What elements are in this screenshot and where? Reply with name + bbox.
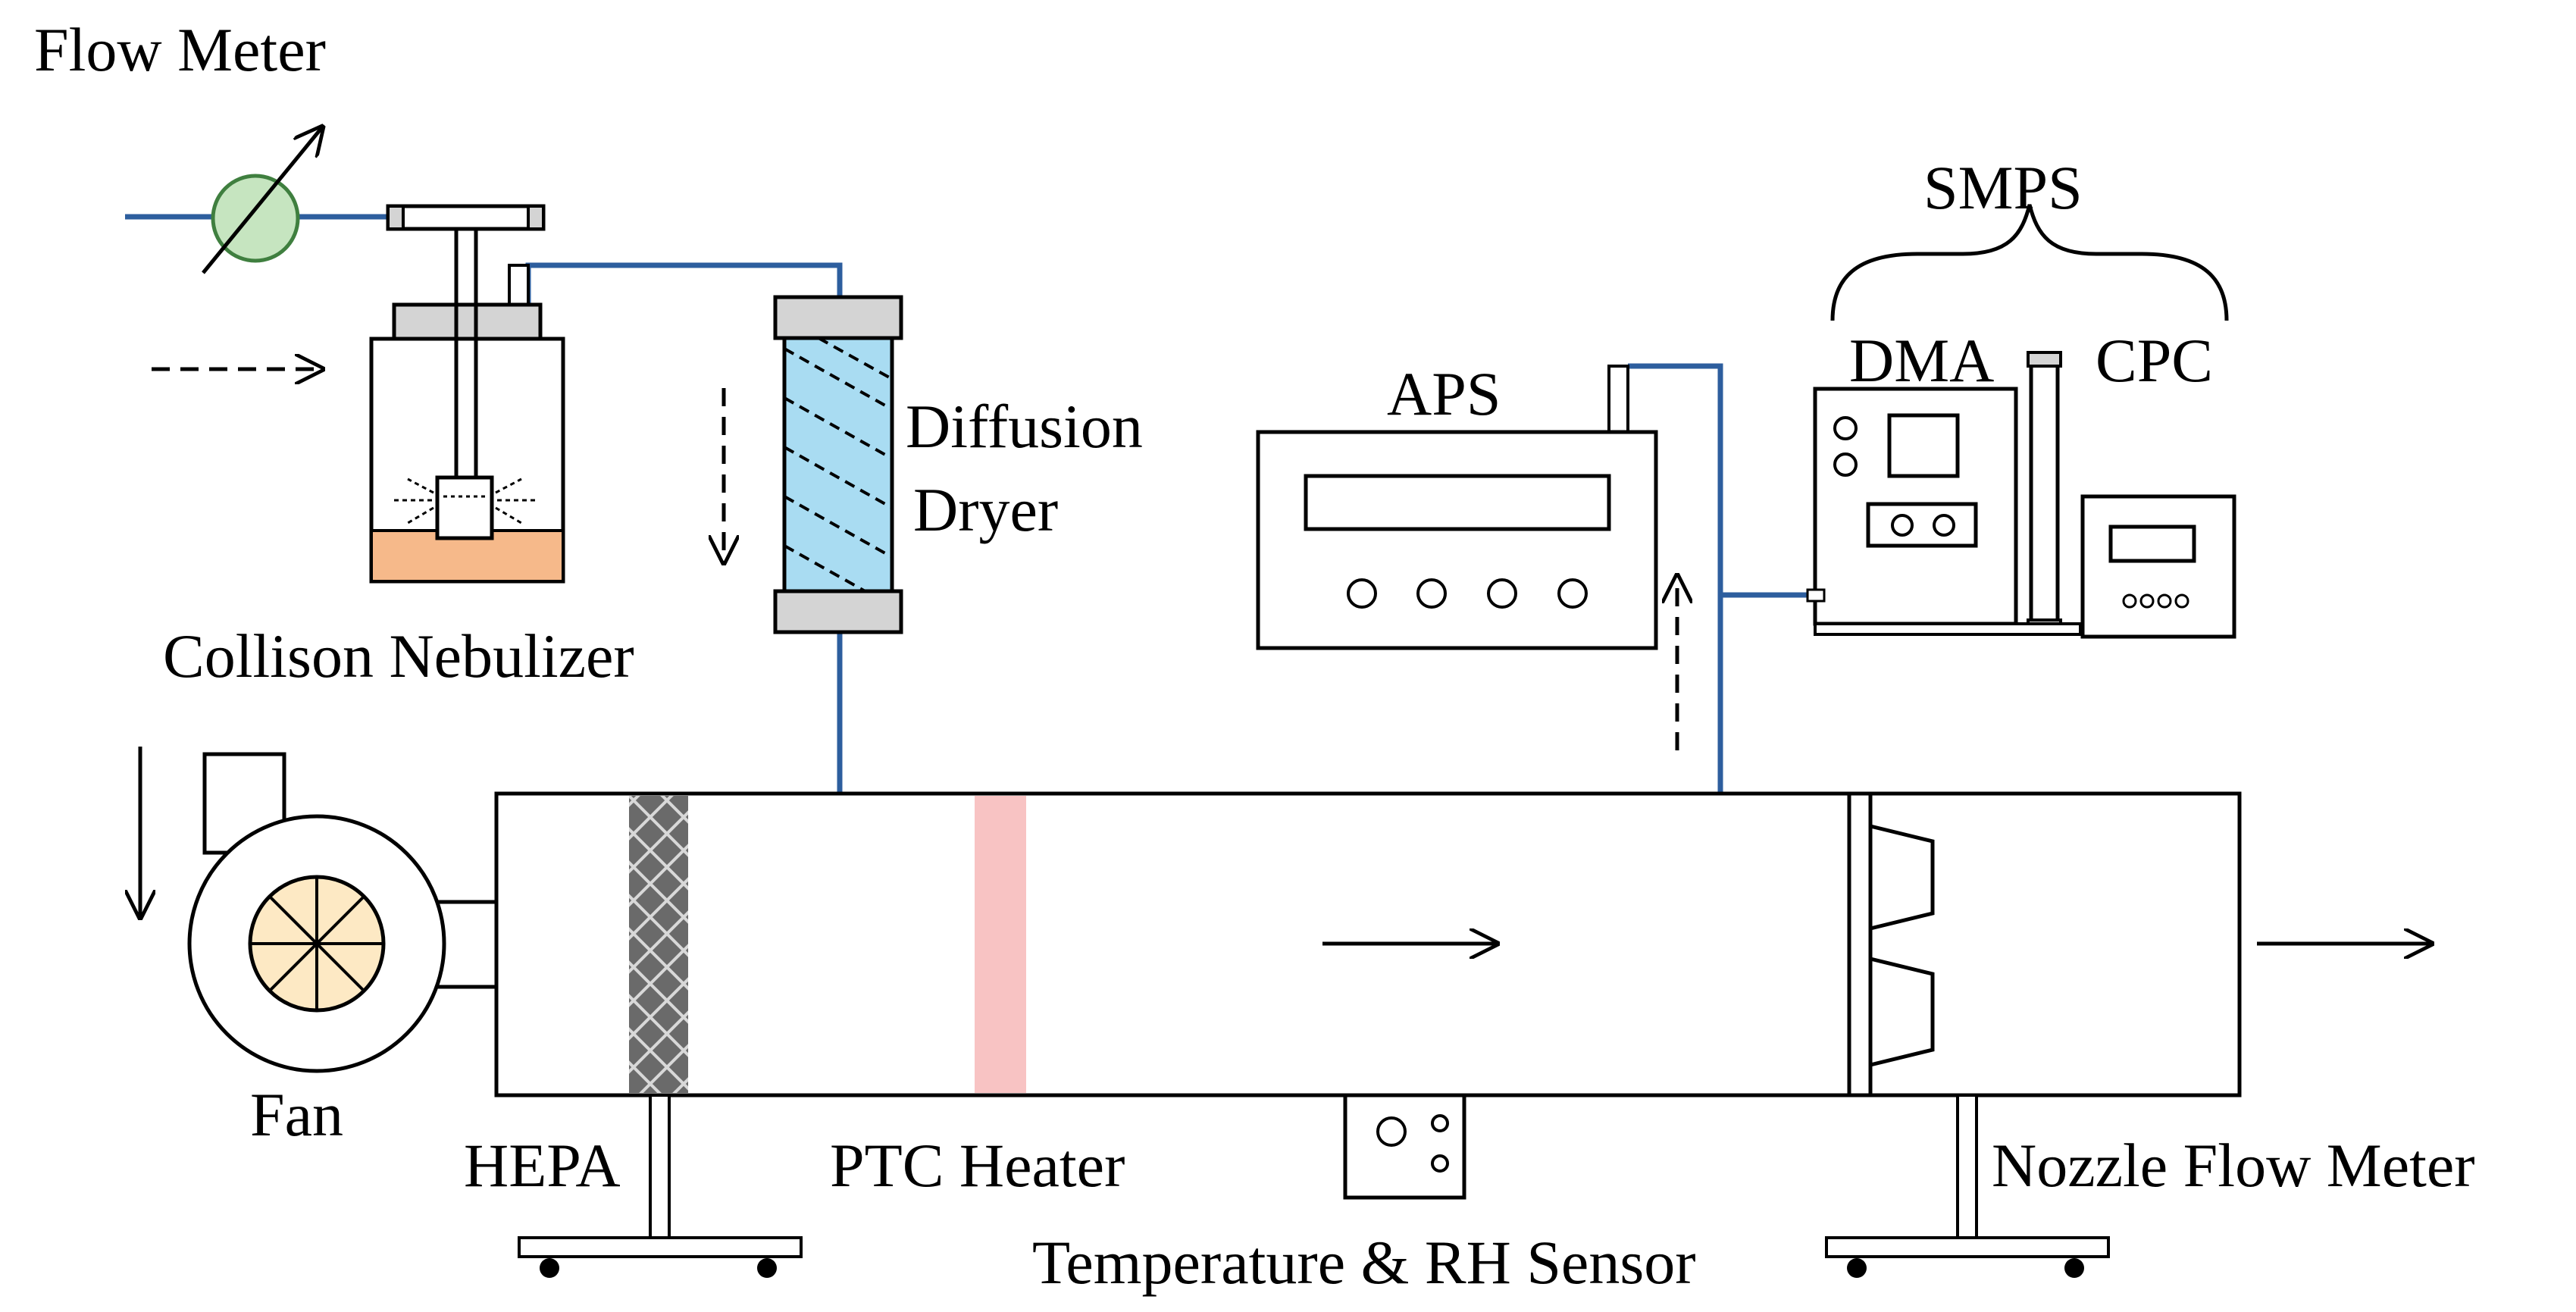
dma-column-top (2027, 351, 2062, 368)
label-ptc-heater: PTC Heater (830, 1131, 1125, 1200)
collison-nebulizer (369, 204, 565, 584)
label-cpc: CPC (2096, 326, 2213, 395)
smps-brace (1830, 204, 2229, 321)
label-fan: Fan (250, 1080, 343, 1149)
label-aps: APS (1387, 359, 1501, 428)
nebulizer-nozzle-block (435, 475, 494, 540)
nebulizer-lid (392, 302, 543, 341)
label-diffusion-line2: Dryer (913, 475, 1058, 544)
cpc-button-3 (2157, 593, 2172, 609)
sensor-probe-large (1376, 1116, 1407, 1147)
dryer-top-cap (773, 295, 903, 340)
dma-indicator-2 (1833, 452, 1858, 477)
flow-meter (202, 127, 322, 274)
smps-base-plate (1814, 622, 2082, 636)
dma-inlet (1806, 588, 1826, 603)
aps-inlet (1607, 365, 1629, 434)
cpc-button-1 (2122, 593, 2137, 609)
cpc-display (2108, 524, 2196, 563)
stand-left-post (649, 1094, 671, 1239)
cpc-button-2 (2139, 593, 2155, 609)
diffusion-dryer (773, 295, 903, 634)
label-collison-nebulizer: Collison Nebulizer (163, 622, 634, 690)
aps-display (1304, 474, 1611, 531)
dma-button-2 (1933, 514, 1955, 537)
aps-knob-1 (1347, 578, 1377, 609)
stand-left-wheel-1 (540, 1258, 559, 1278)
label-flow-meter: Flow Meter (34, 15, 326, 84)
stand-right (1825, 1094, 2110, 1278)
nozzle-flow-meter (1847, 791, 1935, 1098)
fan (187, 752, 499, 1073)
fan-blades-icon (250, 877, 383, 1010)
hepa-filter (629, 796, 688, 1093)
sensor-probe-small-2 (1431, 1154, 1449, 1173)
stand-left (518, 1094, 803, 1278)
dma-column (2029, 360, 2060, 626)
cpc-body (2080, 494, 2236, 639)
dma-instrument (1806, 351, 2082, 636)
stand-right-post (1956, 1094, 1978, 1239)
nozzle-plate (1847, 791, 1873, 1098)
stand-right-wheel-2 (2064, 1258, 2084, 1278)
sensor-probe-small-1 (1431, 1114, 1449, 1132)
cpc-instrument (2080, 494, 2236, 639)
label-hepa: HEPA (464, 1131, 621, 1200)
stand-right-base (1825, 1236, 2110, 1258)
dma-control-panel (1866, 502, 1978, 548)
label-smps: SMPS (1923, 153, 2083, 222)
aps-sampling-tube (1628, 363, 1723, 794)
stand-left-wheel-2 (757, 1258, 777, 1278)
nozzle-upper (1868, 823, 1935, 932)
aps-knob-2 (1416, 578, 1447, 609)
nebulizer-top-fitting-right-cap (527, 205, 545, 230)
aps-body (1256, 430, 1658, 650)
stand-right-wheel-1 (1847, 1258, 1867, 1278)
flow-meter-arrow-icon (202, 127, 322, 274)
nebulizer-top-fitting (386, 204, 546, 231)
dma-screen (1887, 413, 1960, 478)
aps-knob-3 (1487, 578, 1517, 609)
dma-indicator-1 (1833, 416, 1858, 440)
dma-button-1 (1891, 514, 1914, 537)
temp-rh-sensor (1343, 1093, 1466, 1200)
nebulizer-spray-icon (394, 478, 535, 524)
nebulizer-top-fitting-left-cap (387, 205, 405, 230)
nebulizer-outlet-port (508, 264, 530, 306)
label-nozzle-flow-meter: Nozzle Flow Meter (1992, 1131, 2475, 1200)
aps-instrument (1256, 365, 1658, 650)
cpc-button-4 (2174, 593, 2189, 609)
flow-meter-body (211, 174, 300, 263)
dryer-bottom-cap (773, 589, 903, 634)
ptc-heater (975, 796, 1026, 1093)
sensor-body (1343, 1093, 1466, 1200)
aps-knob-4 (1557, 578, 1588, 609)
dryer-desiccant-hatching (784, 338, 892, 591)
nozzle-lower (1868, 956, 1935, 1068)
label-dma: DMA (1849, 326, 1994, 395)
stand-left-base (518, 1236, 803, 1258)
label-temp-rh-sensor: Temperature & RH Sensor (1032, 1228, 1696, 1297)
label-diffusion-line1: Diffusion (906, 392, 1143, 461)
